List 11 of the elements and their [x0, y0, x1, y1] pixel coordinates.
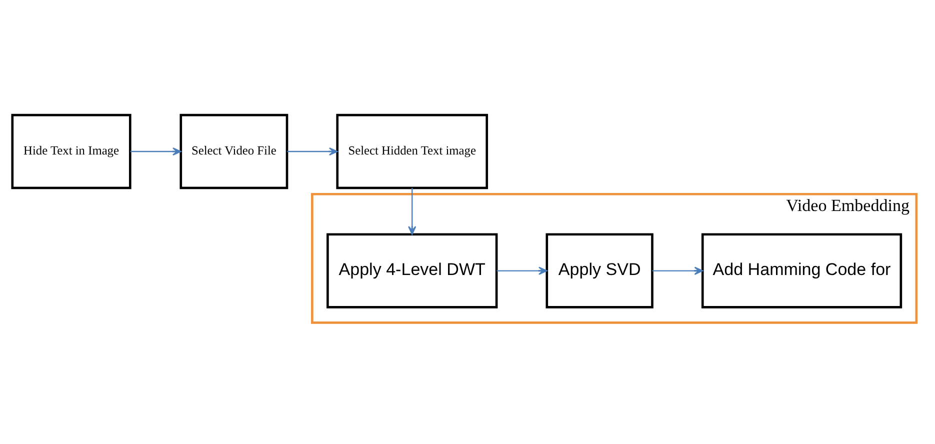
node-box: Select Hidden Text image	[336, 114, 488, 190]
arrow	[130, 147, 182, 156]
arrow	[287, 147, 338, 156]
node-box: Select Video File	[180, 114, 288, 190]
arrow	[652, 266, 704, 275]
arrow	[408, 188, 416, 235]
node-box: Apply SVD	[546, 233, 654, 308]
node-box: Hide Text in Image	[11, 114, 132, 190]
node-box: Add Hamming Code for	[701, 233, 902, 308]
arrow	[496, 266, 548, 275]
node-box: Apply 4-Level DWT	[326, 233, 498, 308]
